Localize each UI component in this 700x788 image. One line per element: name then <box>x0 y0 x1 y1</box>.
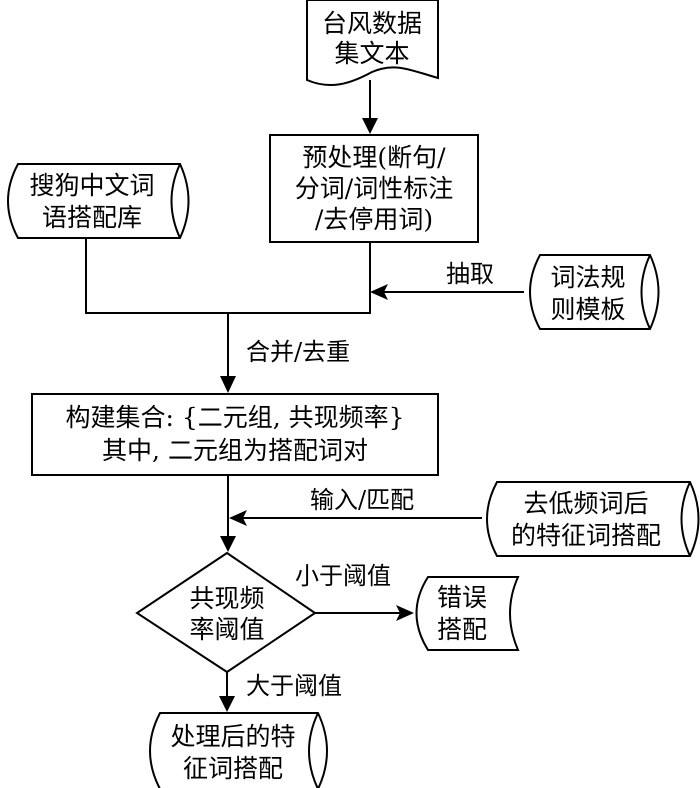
edge-label-input-match: 输入/匹配 <box>310 486 414 514</box>
arrowhead-down <box>220 536 236 552</box>
edge-label-extract: 抽取 <box>446 260 494 288</box>
arrowhead-left <box>229 510 247 526</box>
node-text-line: 台风数据 <box>322 9 422 38</box>
node-text-line: /去停用词) <box>315 205 433 234</box>
node-text-line: 其中, 二元组为搭配词对 <box>102 436 368 465</box>
node-source-document: 台风数据 集文本 <box>306 0 439 87</box>
node-filtered-feature-collocations: 去低频词后 的特征词搭配 <box>486 481 700 557</box>
node-text-line: 分词/词性标注 <box>295 174 453 203</box>
node-text-line: 搜狗中文词 <box>29 171 154 200</box>
edge-label-merge-dedup: 合并/去重 <box>246 338 350 366</box>
arrowhead-down <box>220 376 236 393</box>
node-text-line: 处理后的特 <box>170 722 295 751</box>
node-text-line: 的特征词搭配 <box>511 521 661 550</box>
node-processed-feature-collocations: 处理后的特 征词搭配 <box>149 712 328 788</box>
node-text-line: 错误 <box>437 583 487 612</box>
edge-label-above-threshold: 大于阈值 <box>246 672 342 700</box>
node-text-line: 词法规 <box>550 263 625 292</box>
edge-label-below-threshold: 小于阈值 <box>295 562 391 590</box>
node-lexical-rule-template: 词法规 则模板 <box>529 254 660 330</box>
arrowhead-down <box>362 118 378 134</box>
arrowhead-right <box>396 605 414 621</box>
arrowhead-left <box>370 284 388 300</box>
node-sogou-collocation-library: 搜狗中文词 语搭配库 <box>7 163 190 239</box>
node-text-line: 则模板 <box>550 295 625 324</box>
node-text-line: 搭配 <box>437 615 487 644</box>
node-preprocess: 预处理(断句/ 分词/词性标注 /去停用词) <box>269 134 479 243</box>
edge-merge-bracket <box>85 238 371 314</box>
arrowhead-down <box>219 696 235 712</box>
node-build-set: 构建集合: {二元组, 共现频率} 其中, 二元组为搭配词对 <box>31 393 439 476</box>
node-text-line: 构建集合: {二元组, 共现频率} <box>65 403 404 432</box>
node-text-line: 率阈值 <box>189 615 264 644</box>
node-wrong-collocations: 错误 搭配 <box>415 576 520 651</box>
node-threshold-decision: 共现频 率阈值 <box>135 551 317 674</box>
node-text-line: 语搭配库 <box>42 203 142 232</box>
node-text-line: 集文本 <box>334 39 409 68</box>
node-text-line: 预处理(断句/ <box>302 143 446 172</box>
node-text-line: 征词搭配 <box>183 754 283 783</box>
node-text-line: 去低频词后 <box>523 489 648 518</box>
node-text-line: 共现频 <box>189 584 264 613</box>
